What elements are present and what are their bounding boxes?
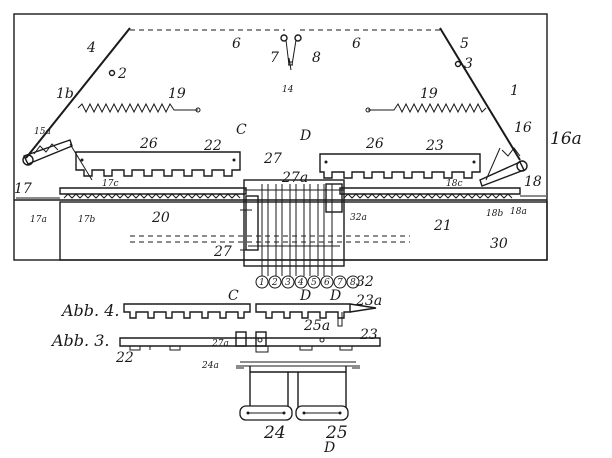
figure-abb-4: [123, 303, 377, 327]
caption-abb-4: Abb. 4.: [60, 301, 119, 320]
label-27b: 27: [213, 244, 232, 260]
label-5: 5: [460, 36, 469, 52]
label-16a: 16a: [550, 129, 582, 149]
label-27c: 27a: [211, 339, 229, 349]
label-18: 18: [524, 174, 542, 190]
lever-left: [23, 139, 73, 165]
label-17b: 17b: [78, 215, 95, 225]
spring-left: [77, 102, 198, 114]
label-24: 24: [263, 423, 286, 443]
label-17a: 17a: [30, 215, 47, 225]
label-19b: 19: [420, 86, 438, 102]
labels: 1 1b 2 3 4 5 6 6 7 8 14 15a 16 16a 17 17…: [14, 36, 582, 456]
label-3: 3: [464, 56, 473, 72]
abb3-bar: [119, 337, 381, 347]
figure-abb-3: [119, 331, 381, 421]
mark-c1: C: [236, 122, 247, 138]
label-32a: 32a: [350, 213, 367, 223]
label-6b: 6: [352, 36, 361, 52]
label-1: 1: [510, 83, 519, 99]
mark-d4: D: [323, 440, 335, 456]
mark-c2: C: [228, 288, 239, 304]
pulley-8: [294, 34, 302, 42]
label-30: 30: [490, 236, 508, 252]
label-25a: 25a: [303, 318, 330, 334]
abb4-bar-left: [123, 303, 251, 319]
label-23a: 23a: [355, 293, 382, 309]
label-19a: 19: [168, 86, 186, 102]
toothed-bar-right: [319, 153, 481, 179]
label-27a: 27a: [281, 170, 308, 186]
toothed-bar-left: [75, 151, 241, 177]
label-2: 2: [117, 66, 127, 82]
main-figure: 1 2 3 4 5 6 7 8: [13, 13, 548, 289]
caption-abb-3: Abb. 3.: [50, 331, 109, 350]
circle-num-7: 7: [337, 278, 343, 288]
label-1b: 1b: [56, 86, 74, 102]
circle-num-2: 2: [271, 278, 278, 288]
label-27: 27: [263, 151, 282, 167]
label-32: 32: [356, 274, 374, 290]
abb3-frame: [249, 366, 347, 408]
pulley-7: [280, 34, 288, 42]
label-15a: 15a: [34, 127, 51, 137]
needle-block: [243, 179, 345, 267]
circle-number-row: 1 2 3 4 5 6 7 8: [255, 275, 360, 289]
circle-num-8: 8: [350, 278, 356, 288]
label-18b: 18b: [486, 209, 503, 219]
label-22: 22: [203, 138, 222, 154]
circle-num-6: 6: [324, 278, 330, 288]
label-17: 17: [14, 181, 32, 197]
label-14: 14: [282, 85, 294, 95]
circle-num-3: 3: [285, 278, 291, 288]
label-20: 20: [151, 210, 170, 226]
abb4-bar-right: [255, 303, 351, 319]
label-24a: 24a: [201, 361, 219, 371]
mark-d3: D: [329, 288, 341, 304]
label-21: 21: [433, 218, 452, 234]
label-6a: 6: [232, 36, 241, 52]
circle-num-1: 1: [259, 278, 265, 288]
left-arm: [25, 27, 131, 159]
mark-d1: D: [299, 128, 311, 144]
slide-rail-left: [59, 187, 247, 195]
label-18a: 18a: [510, 207, 527, 217]
label-26a: 26: [139, 136, 158, 152]
label-18c: 18c: [446, 179, 463, 189]
label-7: 7: [270, 50, 279, 66]
label-25: 25: [325, 423, 348, 443]
needle-rods: [261, 184, 333, 276]
label-17c: 17c: [102, 179, 119, 189]
label-22c: 22: [115, 350, 134, 366]
label-23: 23: [425, 138, 444, 154]
dashed-guide: [130, 235, 410, 243]
label-8: 8: [312, 50, 321, 66]
circle-num-5: 5: [311, 278, 317, 288]
circle-num-4: 4: [297, 278, 304, 288]
label-23c: 23: [359, 327, 378, 343]
label-4: 4: [86, 40, 96, 56]
label-16: 16: [514, 120, 532, 136]
spring-right: [368, 102, 487, 114]
mark-d2: D: [299, 288, 311, 304]
slide-rail-right: [339, 187, 521, 195]
right-arm: [439, 27, 521, 161]
label-26b: 26: [365, 136, 384, 152]
lever-right: [479, 161, 525, 187]
